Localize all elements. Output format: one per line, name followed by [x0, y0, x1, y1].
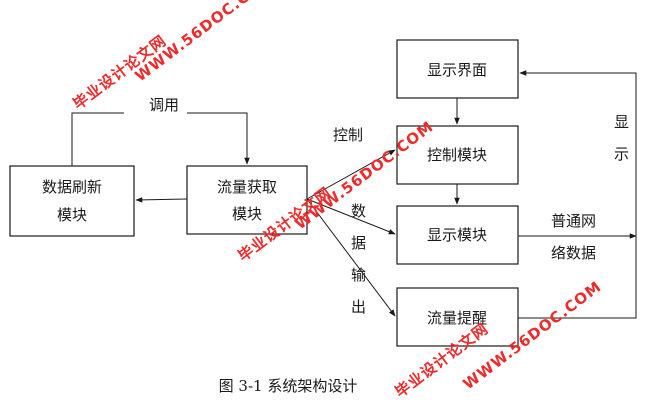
- edge-fetch-to-refresh: [135, 197, 188, 203]
- figure-caption: 图 3-1 系统架构设计: [219, 377, 358, 395]
- edge-label-data-output-2: 据: [351, 234, 366, 252]
- edge-label-display-2: 示: [614, 145, 629, 163]
- edge-label-call: 调用: [149, 96, 179, 114]
- node-display-ui: 显示界面: [396, 39, 519, 99]
- edge-fetch-to-control: [306, 149, 396, 200]
- edge-label-data-output-4: 出: [351, 298, 366, 316]
- node-display-module: 显示模块: [396, 205, 519, 265]
- edge-label-control: 控制: [333, 126, 363, 144]
- node-data-refresh-label-line2: 模块: [57, 206, 87, 224]
- node-display-ui-label: 显示界面: [427, 61, 487, 79]
- edge-label-display-1: 显: [614, 113, 629, 131]
- edge-label-data-output-3: 输: [351, 266, 366, 284]
- node-control-module-label: 控制模块: [427, 146, 487, 164]
- node-flow-alert-label: 流量提醒: [427, 309, 487, 327]
- node-flow-fetch: 流量获取 模块: [186, 165, 308, 235]
- node-flow-fetch-label-line2: 模块: [232, 205, 262, 223]
- node-control-module: 控制模块: [396, 125, 519, 185]
- edge-alert-to-ui: [518, 70, 637, 319]
- node-display-module-label: 显示模块: [427, 226, 487, 244]
- edge-call-left: [71, 112, 124, 166]
- edge-call-right: [187, 112, 250, 165]
- node-flow-fetch-label-line1: 流量获取: [217, 178, 277, 196]
- edge-label-network-line1: 普通网: [551, 212, 596, 230]
- edge-label-data-output-1: 数: [351, 202, 366, 220]
- node-data-refresh: 数据刷新 模块: [9, 165, 135, 237]
- node-data-refresh-label-line1: 数据刷新: [42, 178, 102, 196]
- edge-fetch-to-alert: [306, 198, 396, 317]
- node-flow-alert: 流量提醒: [396, 287, 519, 347]
- edge-fetch-to-display: [306, 198, 396, 235]
- edge-label-network-line2: 络数据: [551, 244, 596, 262]
